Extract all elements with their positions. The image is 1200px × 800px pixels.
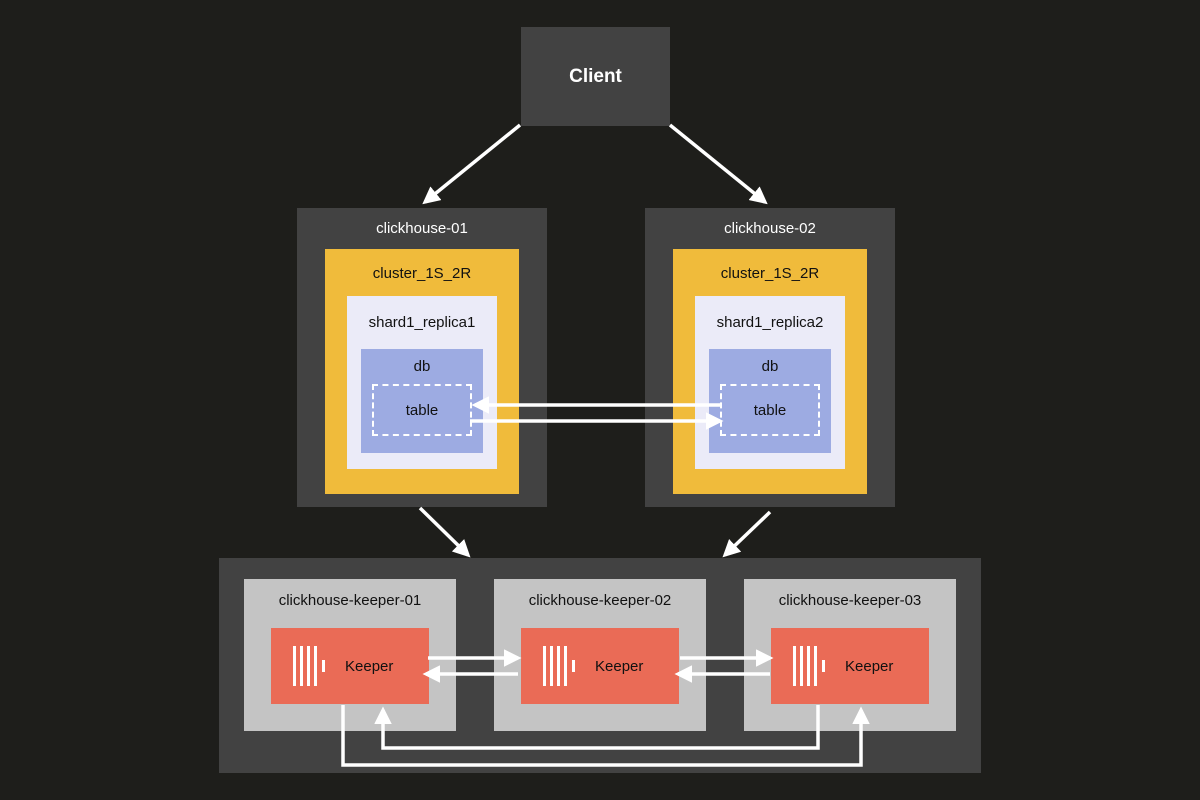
keeper-node-02: clickhouse-keeper-02 Keeper (494, 579, 706, 731)
keeper-node-name: clickhouse-keeper-01 (278, 592, 422, 609)
keeper-ensemble: clickhouse-keeper-01 Keeper clickhouse-k… (219, 558, 981, 773)
arrow-node-02-to-keepers (722, 510, 772, 558)
keeper-node-01: clickhouse-keeper-01 Keeper (244, 579, 456, 731)
clickhouse-logo-icon (543, 646, 575, 686)
table-box: table (720, 384, 820, 436)
table-name: table (405, 401, 439, 419)
table-name: table (753, 401, 787, 419)
clickhouse-logo-icon (793, 646, 825, 686)
cluster-box: cluster_1S_2R shard1_replica2 db table (673, 249, 867, 494)
replica-box: shard1_replica1 db table (347, 296, 497, 469)
keeper-service: Keeper (771, 628, 929, 704)
client-label: Client (569, 65, 622, 87)
db-name: db (413, 358, 431, 375)
replica-name: shard1_replica1 (368, 314, 476, 331)
cluster-name: cluster_1S_2R (372, 265, 472, 282)
node-name: clickhouse-01 (376, 220, 468, 237)
keeper-service: Keeper (271, 628, 429, 704)
db-name: db (761, 358, 779, 375)
node-name: clickhouse-02 (724, 220, 816, 237)
keeper-label: Keeper (845, 657, 894, 675)
replica-name: shard1_replica2 (716, 314, 824, 331)
db-box: db table (361, 349, 483, 453)
arrow-client-to-node-02 (668, 123, 768, 205)
arrow-node-01-to-keepers (418, 506, 471, 558)
keeper-service: Keeper (521, 628, 679, 704)
clickhouse-node-02: clickhouse-02 cluster_1S_2R shard1_repli… (645, 208, 895, 507)
arrow-client-to-node-01 (422, 123, 522, 205)
client-box: Client (521, 27, 670, 126)
table-box: table (372, 384, 472, 436)
keeper-label: Keeper (345, 657, 394, 675)
cluster-box: cluster_1S_2R shard1_replica1 db table (325, 249, 519, 494)
db-box: db table (709, 349, 831, 453)
keeper-node-name: clickhouse-keeper-03 (778, 592, 922, 609)
keeper-label: Keeper (595, 657, 644, 675)
clickhouse-logo-icon (293, 646, 325, 686)
keeper-node-name: clickhouse-keeper-02 (528, 592, 672, 609)
keeper-node-03: clickhouse-keeper-03 Keeper (744, 579, 956, 731)
replica-box: shard1_replica2 db table (695, 296, 845, 469)
clickhouse-node-01: clickhouse-01 cluster_1S_2R shard1_repli… (297, 208, 547, 507)
cluster-name: cluster_1S_2R (720, 265, 820, 282)
